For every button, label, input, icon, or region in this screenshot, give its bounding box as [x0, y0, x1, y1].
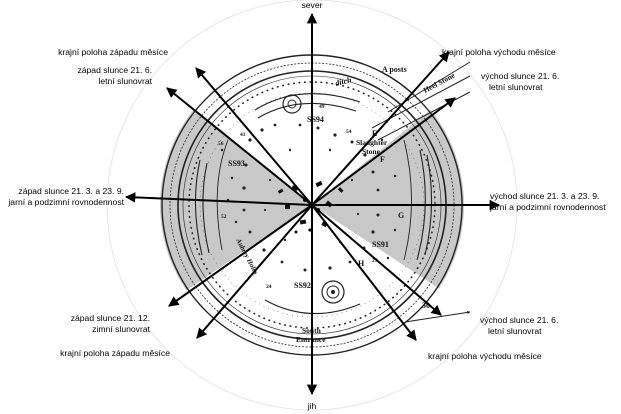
label-sunrise-equinox: východ slunce 21. 3. a 23. 9. jarní a po… [490, 191, 606, 213]
arrow-moonrise-south [311, 204, 417, 341]
label-north: sever [301, 0, 323, 10]
label-slaughter-stone-1: Slaughter [356, 138, 388, 147]
label-30: 30 [422, 301, 430, 310]
arrow-sunset-equinox [124, 192, 313, 206]
label-moonrise-north: krajní poloha východu měsíce [442, 47, 556, 57]
label-sunset-equinox-line1: západ slunce 21. 3. a 23. 9. [18, 186, 124, 196]
lunar-sector-west [160, 96, 312, 302]
label-g: G [398, 211, 404, 220]
label-moonset-north: krajní poloha západu měsíce [58, 47, 168, 57]
label-54: 54 [346, 129, 352, 135]
label-sunset-summer: západ slunce 21. 6. letní slunovrat [30, 65, 152, 87]
label-sunset-summer-line1: západ slunce 21. 6. [77, 65, 152, 75]
label-ditch: ditch [334, 75, 353, 88]
label-ss94: SS94 [307, 115, 324, 124]
label-27: 27 [372, 258, 378, 264]
bearing-pointer [404, 310, 471, 323]
ring-features [282, 94, 345, 304]
label-sunrise-equinox-line2: jarní a podzimní rovnodennost [490, 202, 606, 212]
label-sunset-winter-line2: zimní slunovrat [92, 324, 150, 334]
label-sunrise-winter-line2: letní slunovrat [488, 326, 542, 336]
alignment-arrows [124, 12, 501, 396]
arrow-sunrise-summer [311, 97, 456, 206]
label-h: H [358, 259, 365, 268]
label-a-posts: A posts [382, 65, 407, 74]
label-moonrise-south: krajní poloha východu měsíce [428, 351, 542, 361]
label-sunrise-summer-line2: letní slunovrat [489, 82, 543, 92]
label-49: 49 [319, 104, 325, 110]
label-moonset-south: krajní poloha západu měsíce [60, 348, 170, 358]
arrow-moonset-north [166, 87, 313, 206]
label-sunset-winter-line1: západ slunce 21. 12. [70, 313, 150, 323]
label-sunset-winter: západ slunce 21. 12. zimní slunovrat [40, 313, 150, 335]
label-sunset-equinox: západ slunce 21. 3. a 23. 9. jarní a pod… [0, 186, 124, 208]
lunar-sector-east [312, 97, 464, 300]
arrow-moonrise-north [311, 51, 450, 206]
label-f: F [380, 155, 385, 164]
label-e: E [372, 129, 377, 138]
label-52: 52 [221, 214, 227, 220]
label-sunrise-summer-line1: východ slunce 21. 6. [481, 71, 560, 81]
outer-circle [106, 0, 518, 411]
label-sunset-summer-line2: letní slunovrat [98, 76, 152, 86]
label-heel-stone: Heel Stone [422, 70, 457, 94]
lunar-sectors [160, 96, 464, 302]
label-56: 56 [218, 141, 224, 147]
arrow-sunset-winter [168, 204, 313, 307]
label-slaughter-stone-2: Stone [362, 147, 381, 156]
label-south: jih [307, 401, 317, 411]
label-ss93: SS93 [228, 159, 245, 168]
arrow-sunset-summer [195, 67, 313, 206]
label-sunrise-summer: východ slunce 21. 6. letní slunovrat [481, 71, 559, 93]
arrow-moonset-south [196, 204, 313, 339]
label-41: 41 [240, 132, 246, 138]
label-sunrise-equinox-line1: východ slunce 21. 3. a 23. 9. [490, 191, 600, 201]
label-sunrise-winter: východ slunce 21. 6. letní slunovrat [480, 315, 558, 337]
label-sunrise-winter-line1: východ slunce 21. 6. [480, 315, 559, 325]
arrow-sunrise-winter [311, 204, 442, 316]
label-ss92: SS92 [294, 281, 311, 290]
label-ss91: SS91 [372, 240, 389, 249]
label-sunset-equinox-line2: jarní a podzimní rovnodennost [8, 197, 124, 207]
label-24: 24 [266, 284, 272, 290]
